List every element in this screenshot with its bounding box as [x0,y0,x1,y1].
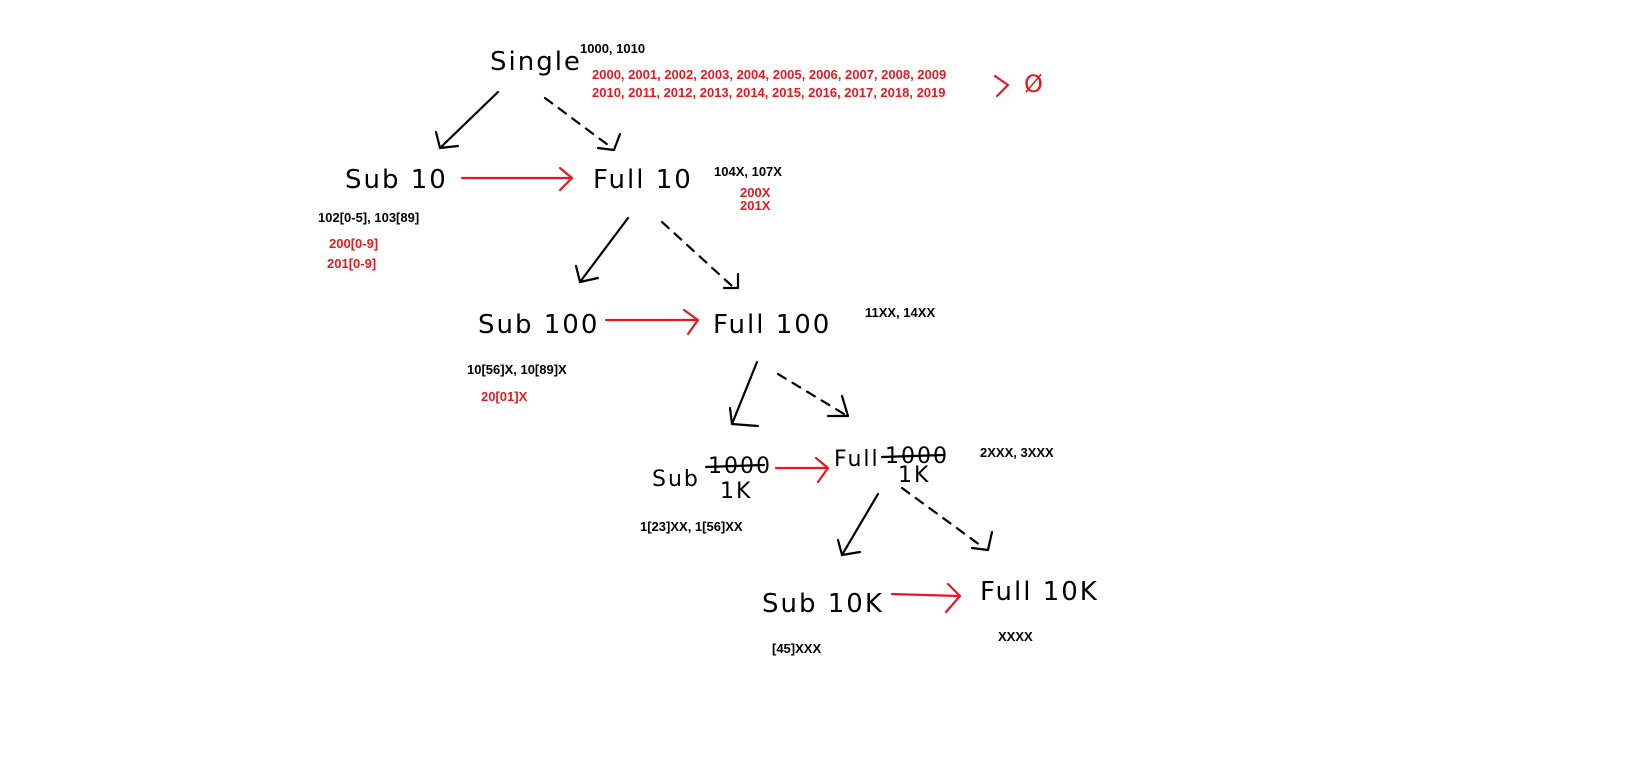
node-full-100: Full 100 [713,310,831,340]
label-single-red-line2: 2010, 2011, 2012, 2013, 2014, 2015, 2016… [592,85,946,100]
red-arrow-sub100-to-full100 [604,308,700,336]
empty-set-symbol: Ø [1024,70,1045,98]
arrow-single-to-sub10 [434,90,500,150]
arrow-full1000-to-full10k [900,486,994,552]
label-sub10-red-line1: 200[0-9] [329,236,379,251]
node-sub-1000-prefix: Sub [652,467,700,492]
node-full-1000-prefix: Full [834,447,880,472]
red-arrow-sub10k-to-full10k [890,582,962,614]
node-sub-10k: Sub 10K [762,589,884,619]
strike-line-full-1000 [880,453,946,459]
red-arrow-sub10-to-full10 [460,166,574,192]
strike-line-sub-1000 [704,463,766,469]
label-sub10k-black: [45]XXX [772,641,822,656]
red-arrow-sub1000-to-full1000 [774,456,830,484]
arrow-full10-to-sub100 [574,216,630,284]
node-sub-1k: 1K [720,479,752,504]
node-sub-100: Sub 100 [478,310,599,340]
label-single-red-line1: 2000, 2001, 2002, 2003, 2004, 2005, 2006… [592,67,947,82]
red-arrow-to-empty-set [993,74,1010,98]
label-sub10-red-line2: 201[0-9] [327,256,377,271]
label-sub1000-black: 1[23]XX, 1[56]XX [640,519,743,534]
arrow-full100-to-sub1000 [728,360,760,428]
label-full10-red-line1: 200X [740,185,771,200]
arrow-full1000-to-sub10k [836,492,880,557]
node-full-1k: 1K [898,463,930,488]
label-full10-black: 104X, 107X [714,164,782,179]
arrow-full10-to-full100 [660,220,740,290]
label-sub100-black: 10[56]X, 10[89]X [467,362,567,377]
node-full-10k: Full 10K [980,577,1099,607]
label-full1000-black: 2XXX, 3XXX [980,445,1054,460]
label-full10k-black: XXXX [998,629,1033,644]
label-full10-red-line2: 201X [740,198,771,213]
label-sub100-red: 20[01]X [481,389,528,404]
label-full100-black: 11XX, 14XX [865,305,936,320]
node-full-10: Full 10 [593,165,693,195]
node-single: Single [490,47,582,77]
label-sub10-black: 102[0-5], 103[89] [318,210,420,225]
label-single-black: 1000, 1010 [580,41,646,56]
arrow-single-to-full10 [543,96,622,152]
arrow-full100-to-full1000 [776,372,850,418]
node-sub-10: Sub 10 [345,165,448,195]
